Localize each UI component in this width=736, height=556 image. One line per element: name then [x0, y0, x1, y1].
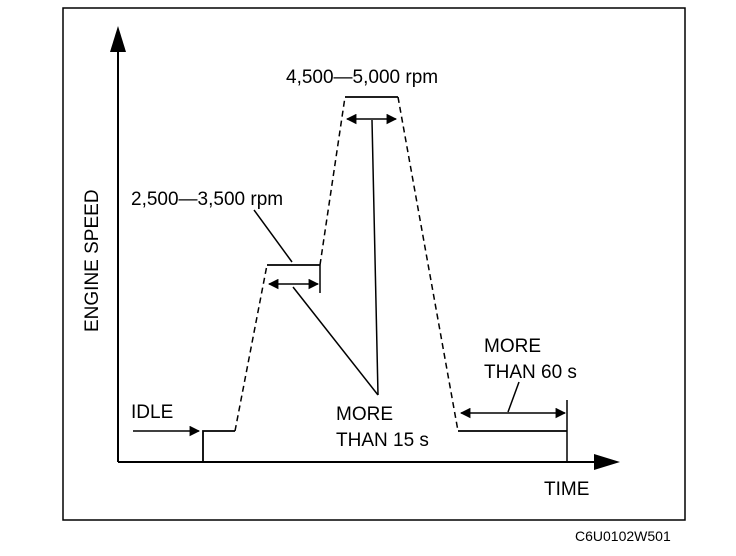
- short-hold-label-line2: THAN 15 s: [336, 430, 429, 451]
- figure-code: C6U0102W501: [575, 528, 671, 544]
- ramp-down: [397, 96, 459, 432]
- x-axis-arrowhead: [594, 454, 620, 470]
- figure-frame: [62, 7, 686, 521]
- low-range-leader: [253, 209, 293, 263]
- idle-step: [202, 430, 235, 462]
- short-hold-leader-a: [292, 286, 379, 396]
- y-axis-arrowhead: [110, 26, 126, 52]
- y-axis-label: ENGINE SPEED: [82, 189, 103, 332]
- short-hold-leader-b: [371, 119, 379, 396]
- short-hold-label-line1: MORE: [336, 404, 393, 425]
- low-range-label: 2,500—3,500 rpm: [131, 189, 283, 210]
- long-hold-label-line1: MORE: [484, 336, 541, 357]
- idle-label: IDLE: [131, 402, 173, 423]
- high-range-label: 4,500—5,000 rpm: [286, 67, 438, 88]
- ramp-up-2: [319, 96, 346, 266]
- ramp-up-1: [234, 264, 268, 432]
- x-axis-label: TIME: [544, 479, 589, 500]
- long-hold-leader: [507, 381, 520, 413]
- long-hold-label-line2: THAN 60 s: [484, 362, 577, 383]
